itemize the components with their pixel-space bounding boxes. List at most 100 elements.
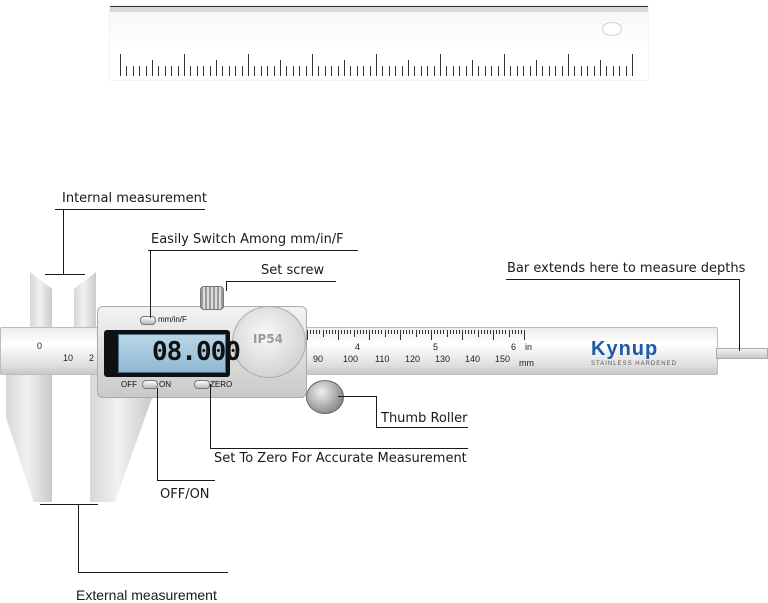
beam-tick [344, 330, 346, 334]
beam-tick [514, 330, 516, 334]
inside-jaw-right [74, 272, 96, 328]
ruler-tick [120, 54, 121, 76]
mm-150: 150 [495, 354, 511, 364]
ruler-tick [318, 66, 320, 76]
ruler-tick [606, 66, 608, 76]
callout-offon-v [157, 388, 158, 480]
beam-tick [449, 330, 451, 334]
on-label: ON [159, 380, 171, 389]
ruler-tick [196, 66, 198, 76]
ruler-tick [459, 66, 461, 76]
beam-tick [365, 330, 367, 334]
callout-internal-tick [45, 274, 85, 275]
beam-tick [369, 330, 370, 340]
beam-tick [486, 330, 488, 334]
ruler-tick [600, 60, 601, 76]
label-internal-measurement: Internal measurement [62, 191, 207, 206]
callout-depth-h [506, 279, 740, 280]
unit-mm: mm [519, 358, 534, 368]
beam-tick [409, 330, 411, 334]
ruler-tick [536, 60, 537, 76]
beam-tick [437, 330, 439, 334]
off-on-button[interactable] [142, 380, 158, 389]
label-external-measurement: External measurement [76, 587, 217, 603]
ruler-tick [344, 60, 345, 76]
beam-tick [415, 330, 417, 337]
beam-tick [372, 330, 374, 334]
zero-button[interactable] [194, 380, 210, 389]
beam-tick [446, 330, 448, 337]
ruler-tick [280, 60, 281, 76]
beam-tick [350, 330, 352, 334]
ruler-tick [395, 66, 397, 76]
ruler-tick [292, 66, 294, 76]
ruler-tick [478, 66, 480, 76]
mm-140: 140 [465, 354, 481, 364]
ruler-tick [555, 66, 557, 76]
beam-tick [477, 330, 479, 337]
ruler [110, 6, 648, 80]
beam-tick [319, 330, 321, 334]
mm-scale: 90 100 110 120 130 140 150 [313, 354, 523, 366]
beam-tick [331, 330, 333, 334]
ruler-tick [312, 54, 313, 76]
ruler-tick [248, 54, 249, 76]
beam-tick [307, 330, 308, 340]
ruler-tick [350, 66, 352, 76]
ruler-tick [267, 66, 269, 76]
callout-external-v [78, 504, 79, 572]
beam-tick [418, 330, 420, 334]
beam-tick [384, 330, 386, 337]
ip54-badge: IP54 [232, 306, 306, 378]
beam-tick [325, 330, 327, 334]
ruler-tick [446, 66, 448, 76]
beam-tick [471, 330, 473, 334]
ruler-tick [510, 66, 512, 76]
mm-100: 100 [343, 354, 359, 364]
ruler-tick [286, 66, 288, 76]
label-set-zero: Set To Zero For Accurate Measurement [214, 451, 467, 466]
unit-in: in [525, 342, 533, 352]
beam-tick [458, 330, 460, 334]
beam-tick [403, 330, 405, 334]
lcd-reading: 08.000 [152, 337, 241, 367]
ruler-tick [139, 66, 141, 76]
ruler-tick [472, 60, 473, 76]
off-label: OFF [121, 380, 137, 389]
thumb-roller[interactable] [306, 380, 344, 414]
ruler-tick [369, 66, 371, 76]
ruler-hole [602, 22, 622, 36]
beam-tick [440, 330, 442, 334]
ruler-tick [222, 66, 224, 76]
callout-external-h [78, 572, 228, 573]
left-scale-2: 2 [89, 353, 95, 363]
zero-label: ZERO [210, 380, 233, 389]
ruler-tick [171, 66, 173, 76]
ruler-tick [580, 66, 582, 76]
ruler-tick [484, 66, 486, 76]
label-off-on: OFF/ON [160, 487, 210, 502]
ruler-tick [542, 66, 544, 76]
mode-button-label: mm/in/F [158, 315, 187, 324]
set-screw[interactable] [200, 286, 224, 310]
ruler-tick [497, 66, 499, 76]
ruler-tick [132, 66, 134, 76]
beam-tick [496, 330, 498, 334]
beam-tick [499, 330, 501, 334]
beam-tick [322, 330, 324, 337]
ruler-tick [126, 66, 128, 76]
ruler-tick [548, 66, 550, 76]
ruler-tick [491, 66, 493, 76]
beam-tick [378, 330, 380, 334]
beam-tick [362, 330, 364, 334]
beam-tick [483, 330, 485, 334]
ruler-tick [625, 66, 627, 76]
callout-zero-v [210, 384, 211, 448]
beam-tick [502, 330, 504, 334]
ruler-tick [587, 66, 589, 76]
callout-offon-h [157, 480, 215, 481]
beam-tick [412, 330, 414, 334]
beam-tick [387, 330, 389, 334]
beam-tick [511, 330, 513, 334]
mode-button[interactable] [140, 316, 156, 325]
